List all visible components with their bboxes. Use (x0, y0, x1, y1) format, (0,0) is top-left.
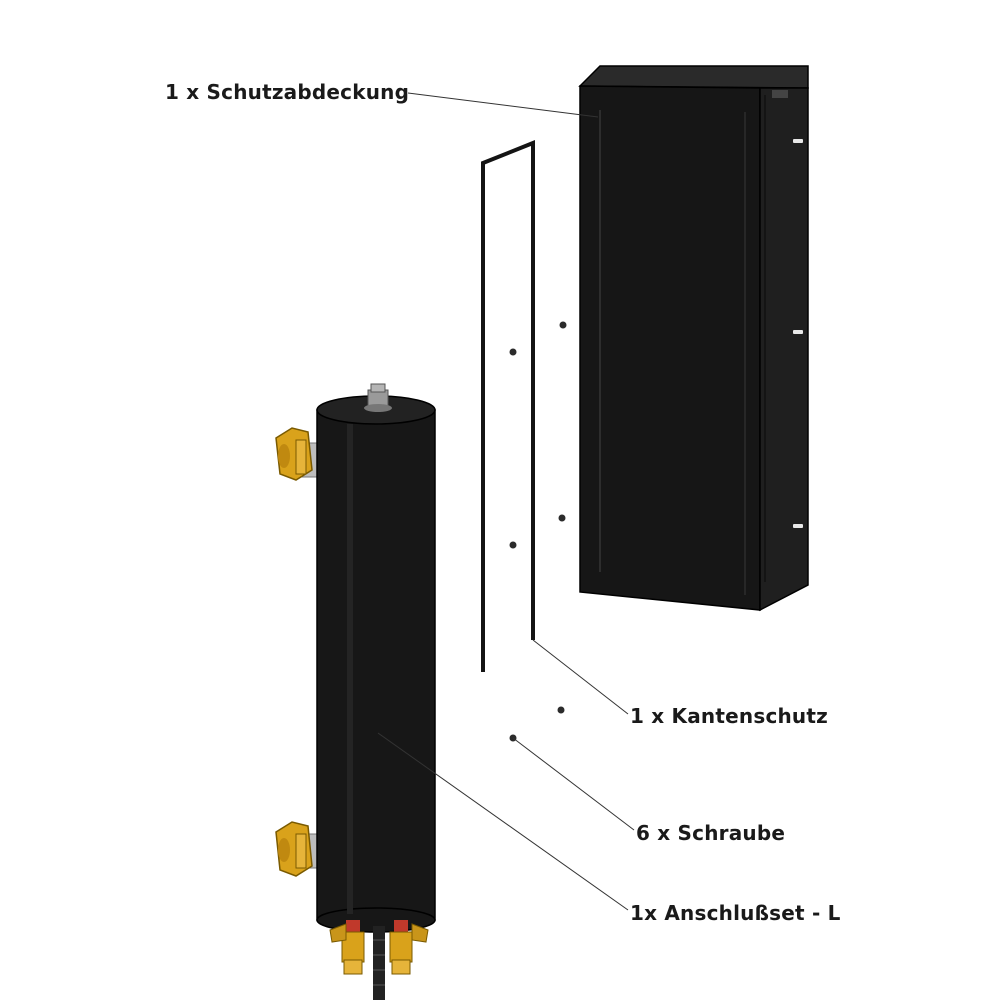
edge-protector (481, 140, 535, 672)
screw (509, 348, 517, 356)
screw (509, 541, 517, 549)
screw (558, 514, 566, 522)
label-cover: 1 x Schutzabdeckung (165, 80, 410, 104)
separator-cylinder (316, 409, 436, 921)
leader-line-edge (532, 639, 629, 715)
vent-fitting (364, 383, 392, 412)
mounting-slot (793, 330, 803, 334)
mounting-slot (793, 139, 803, 143)
label-edge-protector: 1 x Kantenschutz (630, 704, 828, 728)
screw (557, 706, 565, 714)
leader-line-screws (512, 737, 635, 831)
brass-fitting-top (275, 427, 313, 481)
leader-line-connection (377, 732, 629, 911)
mounting-slot (793, 524, 803, 528)
screws (509, 321, 567, 742)
protective-cover (578, 65, 809, 612)
brass-fitting-bottom (275, 821, 313, 877)
connection-set-assembly (275, 383, 436, 1000)
screw (559, 321, 567, 329)
label-connection-set: 1x Anschlußset - L (630, 901, 841, 925)
leader-lines (377, 92, 635, 911)
leader-line-cover (407, 92, 599, 118)
bottom-valves (329, 920, 429, 1000)
label-screws: 6 x Schraube (636, 821, 786, 845)
